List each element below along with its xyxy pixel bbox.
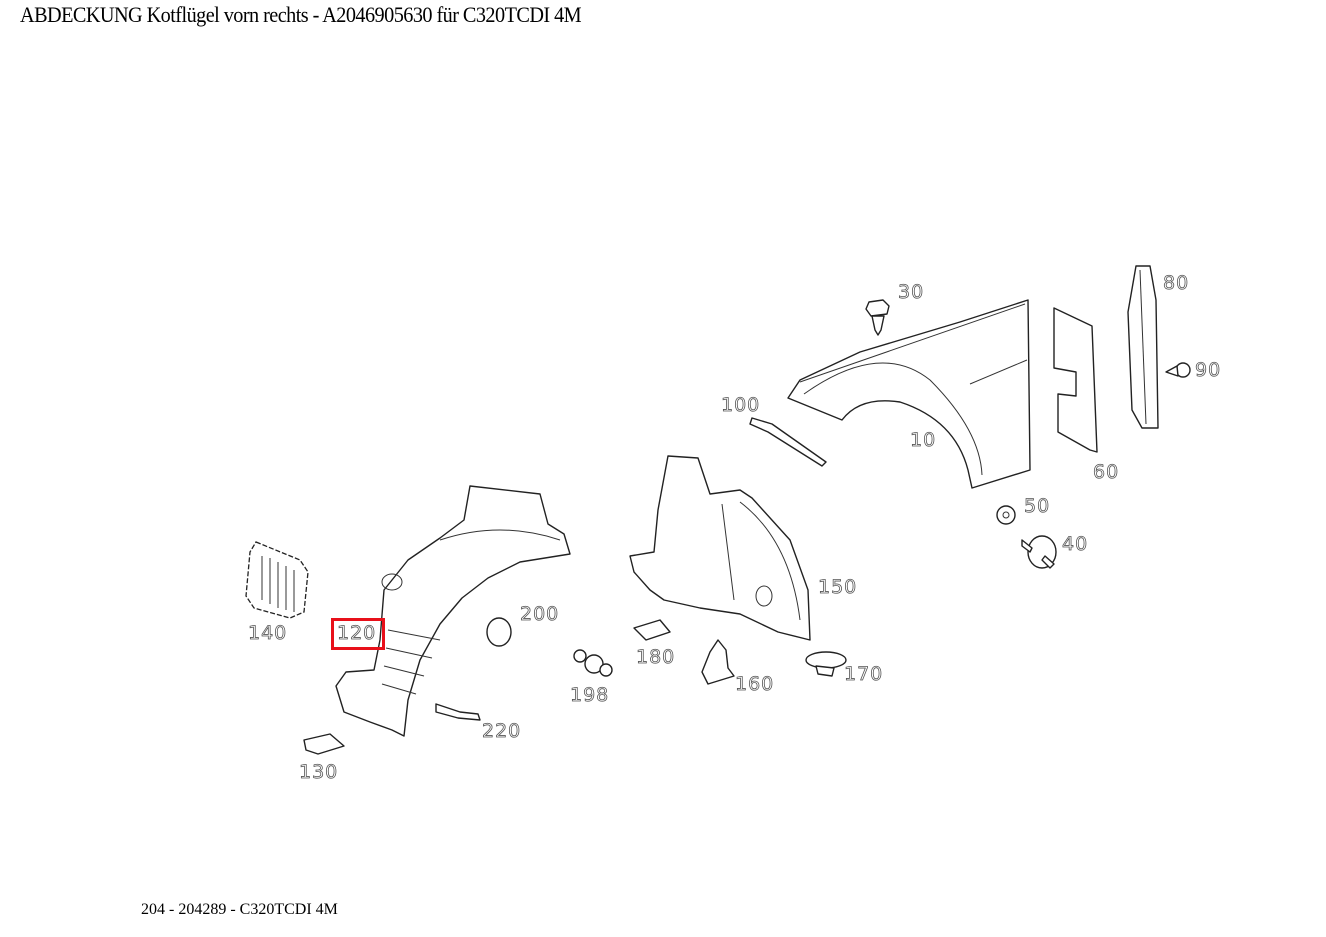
part-label-220[interactable]: 220 [482,720,522,742]
model-footer: 204 - 204289 - C320TCDI 4M [141,901,338,918]
part-label-150[interactable]: 150 [818,576,858,598]
part-90-screw-drawing[interactable] [1165,362,1191,378]
part-140-grille-drawing[interactable] [245,541,309,619]
part-label-120[interactable]: 120 [337,622,377,644]
part-10-fender-drawing[interactable] [787,299,1031,489]
part-198-push-rivet-drawing[interactable] [573,649,613,677]
part-40-stud-drawing[interactable] [1021,535,1057,569]
part-100-strip-drawing[interactable] [749,417,827,467]
part-label-30[interactable]: 30 [898,281,925,303]
page-title: ABDECKUNG Kotflügel vorn rechts - A20469… [20,2,582,27]
part-label-200[interactable]: 200 [520,603,560,625]
part-label-80[interactable]: 80 [1163,272,1190,294]
part-label-130[interactable]: 130 [299,761,339,783]
part-label-50[interactable]: 50 [1024,495,1051,517]
part-220-tree-clip-drawing[interactable] [435,703,481,721]
part-170-rivet-drawing[interactable] [805,651,847,677]
part-label-160[interactable]: 160 [735,673,775,695]
selected-part-highlight [331,618,385,650]
part-200-plug-drawing[interactable] [486,617,512,647]
part-150-rear-liner-drawing[interactable] [629,455,811,641]
part-label-140[interactable]: 140 [248,622,288,644]
part-label-170[interactable]: 170 [844,663,884,685]
part-60-insulation-pad-drawing[interactable] [1053,307,1098,453]
part-label-90[interactable]: 90 [1195,359,1222,381]
part-120-front-liner-drawing[interactable] [335,485,571,737]
part-label-180[interactable]: 180 [636,646,676,668]
part-label-100[interactable]: 100 [721,394,761,416]
part-label-10[interactable]: 10 [910,429,937,451]
part-50-grommet-drawing[interactable] [996,505,1016,525]
part-80-bracket-drawing[interactable] [1127,265,1159,429]
part-30-bolt-drawing[interactable] [865,299,890,336]
part-label-40[interactable]: 40 [1062,533,1089,555]
part-180-clip-nut-drawing[interactable] [633,619,671,641]
part-160-clip-drawing[interactable] [701,639,735,685]
part-label-198[interactable]: 198 [570,684,610,706]
part-label-60[interactable]: 60 [1093,461,1120,483]
part-130-clip-nut-drawing[interactable] [303,733,345,755]
